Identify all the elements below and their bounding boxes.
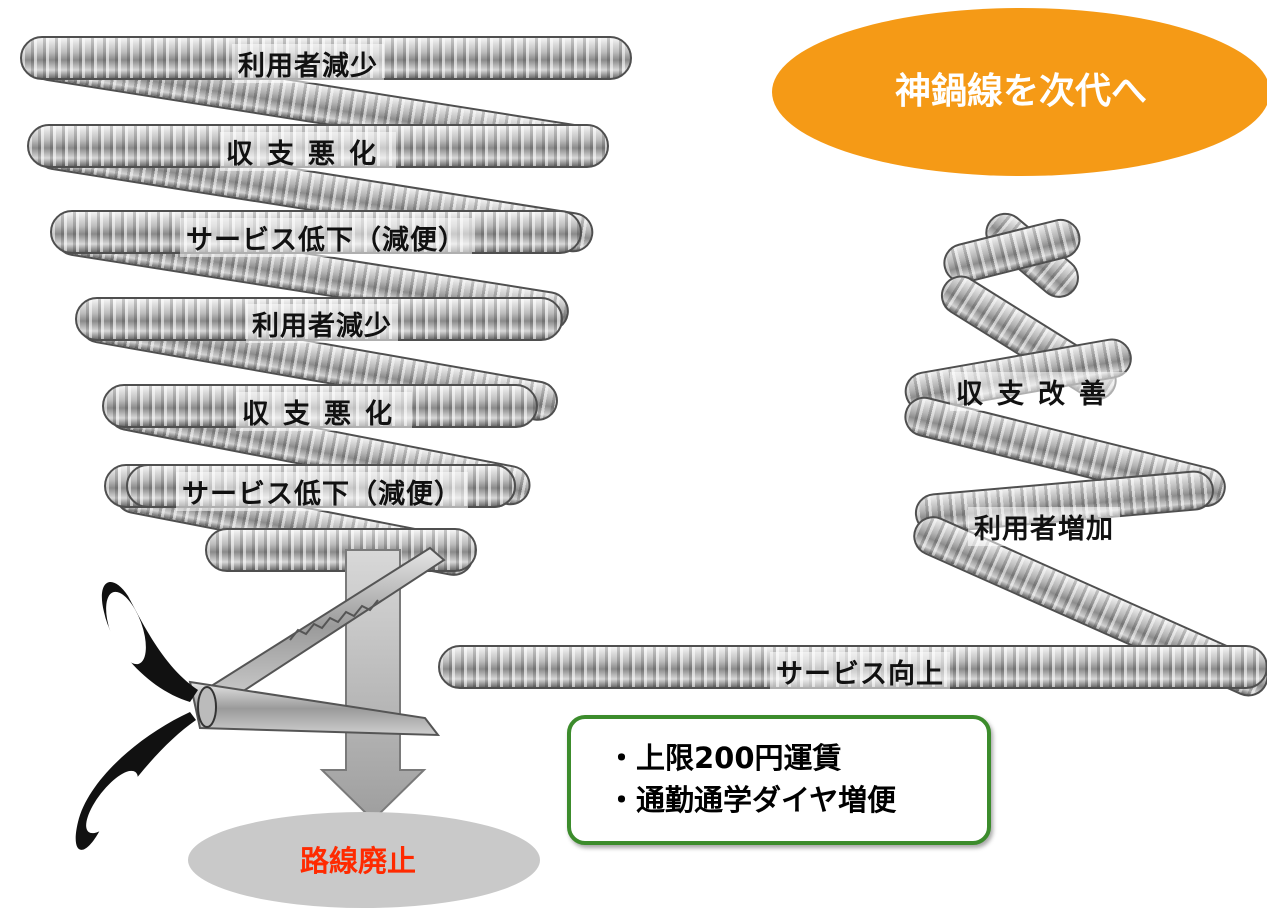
spiral-label: サービス低下（減便）	[180, 218, 472, 257]
measure-item: ・上限200円運賃	[607, 741, 842, 775]
spiral-label: 収支悪化	[220, 132, 396, 171]
spiral-label: 収支改善	[950, 372, 1126, 411]
measure-item: ・通勤通学ダイヤ増便	[607, 783, 897, 817]
measures-box: ・上限200円運賃 ・通勤通学ダイヤ増便	[567, 715, 991, 845]
spiral-label: サービス向上	[770, 652, 950, 691]
scissors-icon	[75, 546, 446, 850]
spiral-label: 利用者減少	[232, 44, 384, 83]
goal-ellipse: 神鍋線を次代へ	[772, 8, 1267, 176]
spiral-label: 収支悪化	[236, 392, 412, 431]
goal-text: 神鍋線を次代へ	[894, 71, 1147, 112]
spiral-label: サービス低下（減便）	[176, 472, 468, 511]
spiral-label: 利用者増加	[968, 507, 1120, 546]
end-result-oval	[188, 812, 540, 908]
end-result-text: 路線廃止	[300, 844, 417, 878]
spiral-label: 利用者減少	[246, 304, 398, 343]
